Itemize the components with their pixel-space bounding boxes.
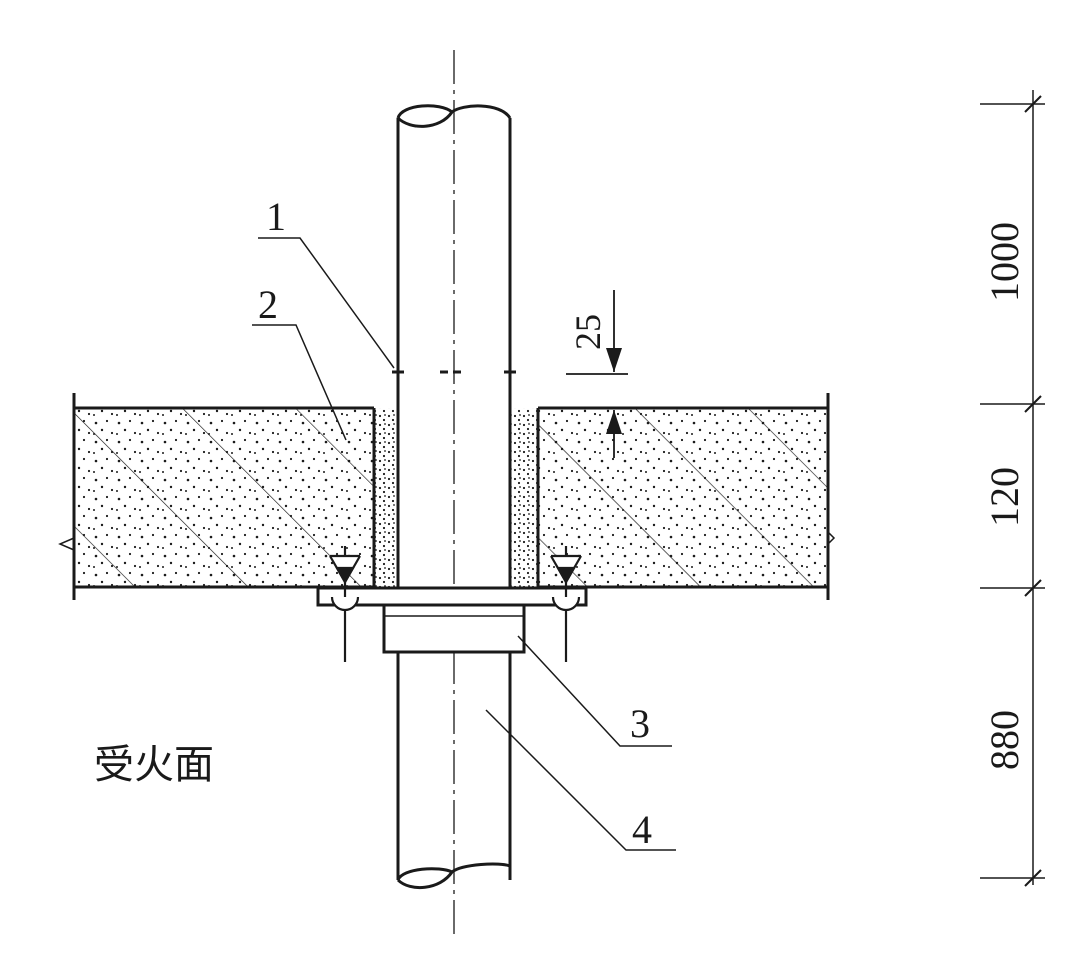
dimension-lower: 880 [982, 710, 1027, 770]
anchor-bolt-right [550, 546, 582, 662]
leader-lines [252, 237, 676, 851]
slab-right [538, 408, 828, 587]
pipe [396, 104, 512, 890]
dimension-slab: 120 [982, 467, 1027, 527]
callout-4: 4 [632, 807, 652, 852]
slab-left [74, 408, 374, 587]
callout-2: 2 [258, 282, 278, 327]
fire-collar [316, 586, 588, 654]
gap-dimension-value: 25 [568, 314, 608, 350]
dimension-chain [980, 90, 1045, 887]
callout-3: 3 [630, 701, 650, 746]
gap-dimension [566, 290, 628, 458]
fire-sealant-fill [374, 408, 538, 587]
dimension-upper: 1000 [982, 222, 1027, 302]
break-symbols [58, 531, 836, 551]
fire-side-label: 受火面 [94, 742, 214, 788]
callout-1: 1 [266, 194, 286, 239]
anchor-bolt-left [329, 546, 361, 662]
